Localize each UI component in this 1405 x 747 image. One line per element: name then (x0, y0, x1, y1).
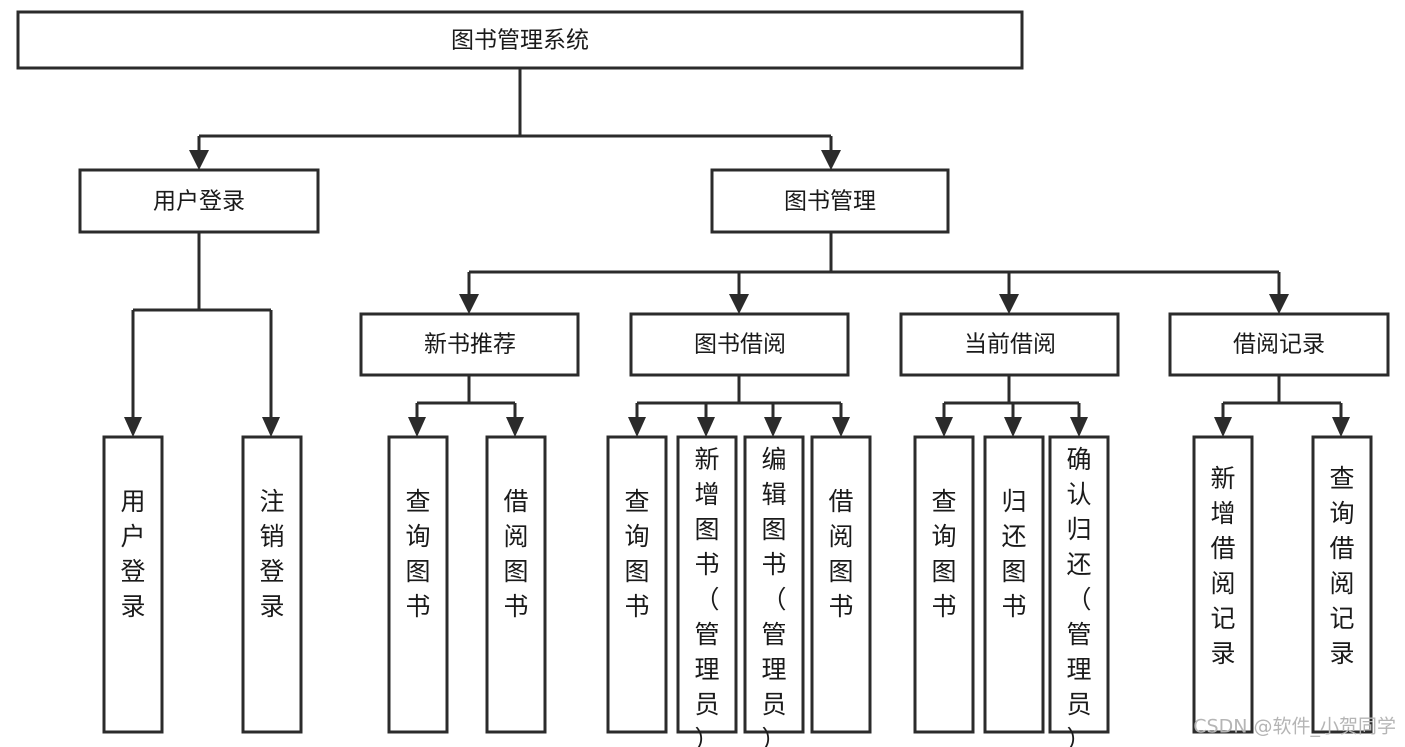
leaf-borrow-3-label: 编辑图书（管理员） (761, 445, 786, 747)
arrow-current-leaf-1 (935, 417, 953, 437)
leaf-new-book-1-label: 查询图书 (405, 487, 430, 621)
leaf-new-book-2-label: 借阅图书 (503, 487, 528, 621)
leaf-borrow-2-label: 新增图书（管理员） (694, 445, 719, 747)
node-book-management-box[interactable] (710, 168, 950, 234)
node-root[interactable]: 图书管理系统 (16, 10, 1024, 70)
node-new-book-recommend-box[interactable] (359, 312, 580, 377)
arrow-root-to-user-login (189, 150, 209, 170)
leaf-record-2-box[interactable] (1311, 435, 1373, 734)
arrow-book-mgmt-to-record (1269, 294, 1289, 314)
leaf-borrow-2-box[interactable] (676, 435, 738, 734)
arrow-root-to-book-mgmt (821, 150, 841, 170)
connector-layer (124, 68, 1350, 437)
arrow-borrow-leaf-4 (832, 417, 850, 437)
arrow-current-leaf-3 (1070, 417, 1088, 437)
leaf-new-book-2[interactable]: 借阅图书 (485, 435, 547, 734)
leaf-borrow-1-box[interactable] (606, 435, 668, 734)
leaf-user-login-1-box[interactable] (102, 435, 164, 734)
leaf-user-login-2-label: 注销登录 (259, 487, 284, 621)
node-user-login-box[interactable] (78, 168, 320, 234)
arrow-book-mgmt-to-borrow (729, 294, 749, 314)
arrow-borrow-leaf-3 (764, 417, 782, 437)
leaf-record-1-box[interactable] (1192, 435, 1254, 734)
leaf-current-2[interactable]: 归还图书 (983, 435, 1045, 734)
leaf-borrow-4[interactable]: 借阅图书 (810, 435, 872, 734)
leaf-current-1[interactable]: 查询图书 (913, 435, 975, 734)
leaf-record-2-label: 查询借阅记录 (1329, 464, 1354, 668)
leaf-borrow-2[interactable]: 新增图书（管理员） (676, 435, 738, 747)
leaf-current-2-label: 归还图书 (1001, 487, 1026, 621)
node-borrow-record-label: 借阅记录 (1233, 332, 1325, 358)
node-current-borrow-label: 当前借阅 (964, 332, 1056, 358)
node-user-login-label: 用户登录 (153, 189, 245, 215)
arrow-record-leaf-2 (1332, 417, 1350, 437)
leaf-user-login-1[interactable]: 用户登录 (102, 435, 164, 734)
node-user-login[interactable]: 用户登录 (78, 168, 320, 234)
leaf-record-1-label: 新增借阅记录 (1210, 464, 1235, 668)
leaf-user-login-2[interactable]: 注销登录 (241, 435, 303, 734)
node-borrow-record-box[interactable] (1168, 312, 1390, 377)
node-new-book-recommend[interactable]: 新书推荐 (359, 312, 580, 377)
leaf-current-3-box[interactable] (1048, 435, 1110, 734)
leaf-borrow-3[interactable]: 编辑图书（管理员） (743, 435, 805, 747)
arrow-borrow-leaf-2 (697, 417, 715, 437)
arrow-book-mgmt-to-current (999, 294, 1019, 314)
leaf-current-2-box[interactable] (983, 435, 1045, 734)
leaf-user-login-2-box[interactable] (241, 435, 303, 734)
node-book-management[interactable]: 图书管理 (710, 168, 950, 234)
leaf-record-1[interactable]: 新增借阅记录 (1192, 435, 1254, 734)
leaf-borrow-4-box[interactable] (810, 435, 872, 734)
node-borrow-record[interactable]: 借阅记录 (1168, 312, 1390, 377)
leaf-current-1-label: 查询图书 (931, 487, 956, 621)
node-book-management-label: 图书管理 (784, 189, 876, 215)
node-book-borrow-box[interactable] (629, 312, 850, 377)
leaf-current-3[interactable]: 确认归还（管理员） (1048, 435, 1110, 747)
leaf-borrow-1-label: 查询图书 (624, 487, 649, 621)
leaf-borrow-1[interactable]: 查询图书 (606, 435, 668, 734)
leaf-new-book-1-box[interactable] (387, 435, 449, 734)
arrow-user-login-leaf-2 (262, 417, 280, 437)
node-current-borrow-box[interactable] (899, 312, 1120, 377)
leaf-record-2[interactable]: 查询借阅记录 (1311, 435, 1373, 734)
arrow-book-mgmt-to-new-book (459, 294, 479, 314)
leaf-borrow-3-box[interactable] (743, 435, 805, 734)
leaf-current-1-box[interactable] (913, 435, 975, 734)
leaf-borrow-4-label: 借阅图书 (828, 487, 853, 621)
leaf-current-3-label: 确认归还（管理员） (1066, 445, 1091, 747)
arrow-borrow-leaf-1 (628, 417, 646, 437)
arrow-current-leaf-2 (1004, 417, 1022, 437)
arrow-user-login-leaf-1 (124, 417, 142, 437)
arrow-new-book-leaf-1 (408, 417, 426, 437)
leaf-user-login-1-label: 用户登录 (120, 487, 145, 621)
node-book-borrow[interactable]: 图书借阅 (629, 312, 850, 377)
node-book-borrow-label: 图书借阅 (694, 332, 786, 358)
node-root-box[interactable] (16, 10, 1024, 70)
leaf-new-book-1[interactable]: 查询图书 (387, 435, 449, 734)
arrow-new-book-leaf-2 (506, 417, 524, 437)
node-root-label: 图书管理系统 (451, 28, 589, 54)
node-current-borrow[interactable]: 当前借阅 (899, 312, 1120, 377)
leaf-new-book-2-box[interactable] (485, 435, 547, 734)
node-new-book-recommend-label: 新书推荐 (424, 332, 516, 358)
csdn-watermark: CSDN @软件_小贺同学 (1193, 716, 1396, 738)
arrow-record-leaf-1 (1214, 417, 1232, 437)
